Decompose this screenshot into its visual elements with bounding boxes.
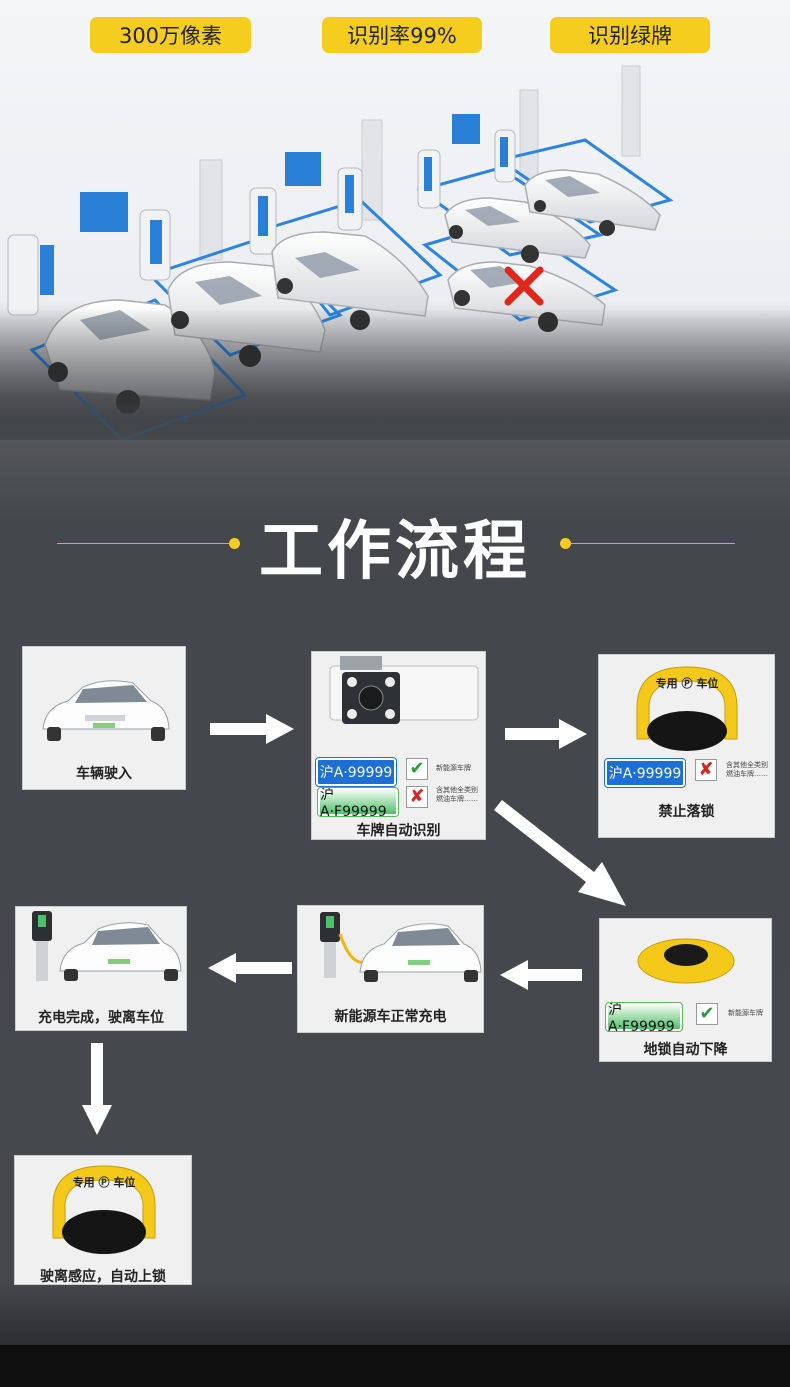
badge-accuracy: 识别率99% bbox=[322, 17, 482, 53]
plate-blue: 沪A·99999 bbox=[604, 758, 686, 788]
arrow-down-icon bbox=[82, 1043, 112, 1135]
note-other: 含其他全类别燃油车牌…… bbox=[436, 786, 478, 803]
charging-car-icon bbox=[320, 912, 482, 982]
title-dot-left bbox=[229, 538, 240, 549]
parking-lock-icon bbox=[636, 666, 738, 751]
step-caption: 禁止落锁 bbox=[658, 804, 715, 820]
step-card-auto-lock: 专用 Ⓟ 车位 驶离感应，自动上锁 bbox=[14, 1155, 192, 1285]
step-caption: 驶离感应，自动上锁 bbox=[40, 1269, 166, 1285]
step-card-lock-forbidden: 专用 Ⓟ 车位 沪A·99999 ✘ 含其他全类别燃油车牌…… 禁止落锁 bbox=[598, 654, 775, 838]
note-new-energy: 新能源车牌 bbox=[728, 1009, 763, 1017]
lock-label: 专用 Ⓟ 车位 bbox=[72, 1176, 136, 1189]
footer-band bbox=[0, 1345, 790, 1387]
plate-green: 沪A·F99999 bbox=[317, 787, 399, 820]
cross-icon: ✘ bbox=[695, 759, 717, 781]
hero-illustration: 300万像素 识别率99% 识别绿牌 bbox=[0, 0, 790, 440]
step-card-charging-done: 充电完成，驶离车位 bbox=[15, 906, 187, 1031]
badge-resolution: 300万像素 bbox=[90, 17, 251, 53]
section-title: 工作流程 bbox=[259, 515, 531, 589]
arrow-left-icon bbox=[208, 953, 292, 983]
section-header: 工作流程 bbox=[0, 500, 790, 589]
arrow-left-icon bbox=[500, 960, 582, 990]
camera-icon bbox=[329, 656, 479, 724]
title-divider-right bbox=[570, 543, 735, 544]
departing-car-icon bbox=[32, 911, 182, 981]
step-card-car-enters: 车辆驶入 bbox=[22, 646, 186, 790]
arrow-right-icon bbox=[210, 714, 294, 744]
step-card-plate-recognition: 沪A·99999 ✔ 新能源车牌 沪A·F99999 ✘ 含其他全类别燃油车牌…… bbox=[311, 651, 486, 840]
title-dot-right bbox=[560, 538, 571, 549]
badge-green-plate: 识别绿牌 bbox=[550, 17, 710, 53]
step-caption: 充电完成，驶离车位 bbox=[38, 1010, 164, 1026]
step-card-charging: 新能源车正常充电 bbox=[297, 905, 484, 1033]
lowered-lock-icon bbox=[637, 938, 735, 984]
note-new-energy: 新能源车牌 bbox=[436, 764, 471, 772]
plate-green: 沪A·F99999 bbox=[605, 1002, 683, 1035]
plate-blue: 沪A·99999 bbox=[315, 757, 397, 787]
cross-icon: ✘ bbox=[406, 786, 428, 808]
step-caption: 地锁自动下降 bbox=[643, 1042, 728, 1058]
check-icon: ✔ bbox=[696, 1003, 718, 1025]
parking-lock-icon bbox=[52, 1165, 156, 1254]
note-other: 含其他全类别燃油车牌…… bbox=[726, 761, 768, 778]
parking-lot-illustration bbox=[0, 0, 790, 440]
lock-label: 专用 Ⓟ 车位 bbox=[655, 677, 719, 690]
check-icon: ✔ bbox=[406, 758, 428, 780]
step-caption: 新能源车正常充电 bbox=[334, 1009, 447, 1025]
title-divider-left bbox=[57, 543, 232, 544]
step-caption: 车牌自动识别 bbox=[356, 823, 441, 839]
car-icon bbox=[42, 680, 170, 741]
arrow-diagonal-icon bbox=[494, 800, 626, 906]
step-caption: 车辆驶入 bbox=[76, 766, 132, 782]
step-card-lock-lowered: 沪A·F99999 ✔ 新能源车牌 地锁自动下降 bbox=[599, 918, 772, 1062]
arrow-right-icon bbox=[505, 719, 587, 749]
